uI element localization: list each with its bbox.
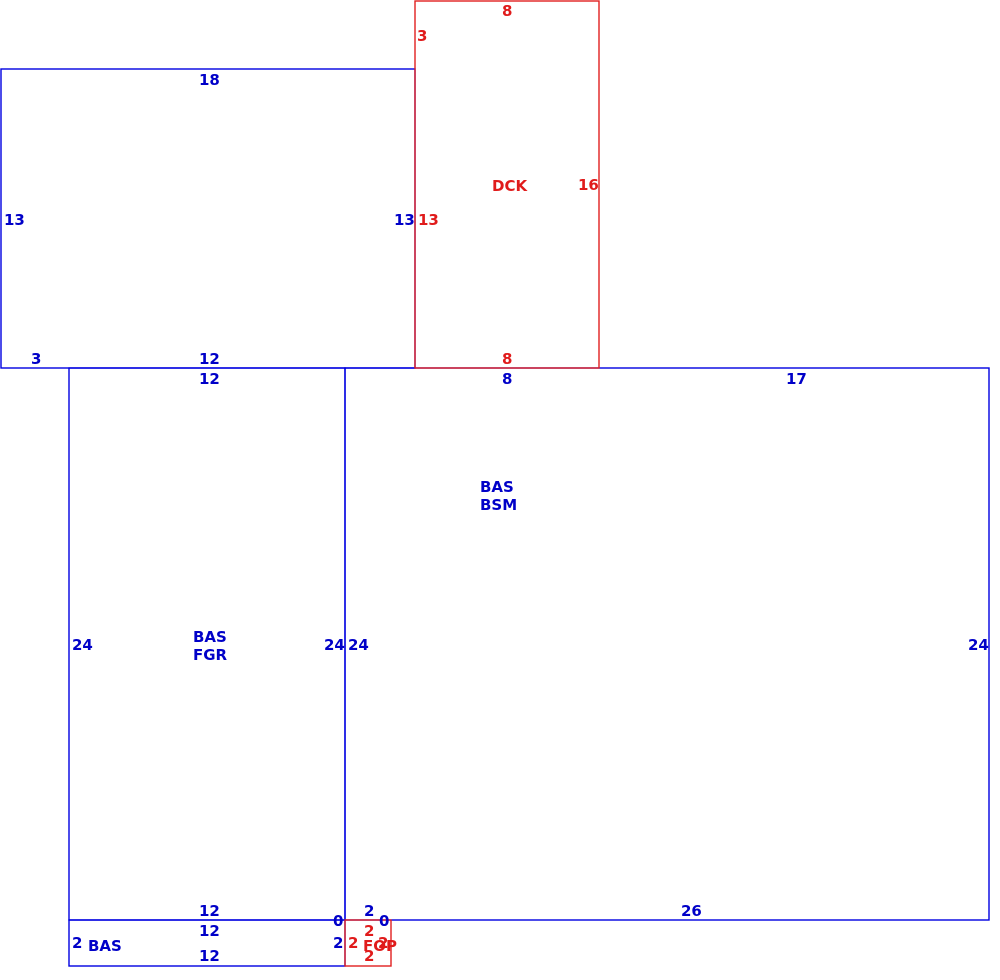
upper-left-area-outline: [0, 68, 416, 369]
porch-outline: [344, 919, 392, 967]
main-top-right-dimension: 17: [786, 370, 807, 388]
main-bottom-left-dimension-a: 2: [364, 902, 374, 920]
porch-right-dimension: 2: [378, 934, 388, 952]
upper-left-bottom-dimension: 12: [199, 350, 220, 368]
porch-code-label: FOP: [363, 937, 397, 955]
upper-left-right-dimension: 13: [394, 211, 415, 229]
main-code-label-2: BSM: [480, 496, 517, 514]
main-bottom-dimension: 26: [681, 902, 702, 920]
strip-code-label: BAS: [88, 937, 122, 955]
porch-bottom-dimension: 2: [364, 947, 374, 965]
main-code-label-1: BAS: [480, 478, 514, 496]
porch-left-dimension: 2: [348, 934, 358, 952]
upper-left-bottom-left-dimension: 3: [31, 350, 41, 368]
garage-bottom-dimension: 12: [199, 902, 220, 920]
deck-right-dimension: 16: [578, 176, 599, 194]
strip-bottom-dimension: 12: [199, 947, 220, 965]
main-right-dimension: 24: [968, 636, 989, 654]
garage-code-label-2: FGR: [193, 646, 228, 664]
strip-top-dimension: 12: [199, 922, 220, 940]
deck-left-dimension: 13: [418, 211, 439, 229]
deck-bottom-dimension: 8: [502, 350, 512, 368]
garage-code-label-1: BAS: [193, 628, 227, 646]
deck-top-dimension: 8: [502, 2, 512, 20]
porch-top-dimension: 2: [364, 922, 374, 940]
strip-left-dimension: 2: [72, 934, 82, 952]
main-left-dimension: 24: [348, 636, 369, 654]
upper-left-left-dimension: 13: [4, 211, 25, 229]
strip-right-dimension: 2: [333, 934, 343, 952]
garage-top-dimension: 12: [199, 370, 220, 388]
deck-outline: [414, 0, 600, 369]
main-top-left-dimension: 8: [502, 370, 512, 388]
garage-left-dimension: 24: [72, 636, 93, 654]
deck-left-upper-dimension: 3: [417, 27, 427, 45]
upper-left-top-dimension: 18: [199, 71, 220, 89]
strip-corner-dimension: 0: [333, 912, 343, 930]
main-bottom-left-dimension-b: 0: [379, 912, 389, 930]
deck-code-label: DCK: [492, 177, 528, 195]
garage-right-dimension: 24: [324, 636, 345, 654]
main-area-outline: [344, 367, 990, 921]
